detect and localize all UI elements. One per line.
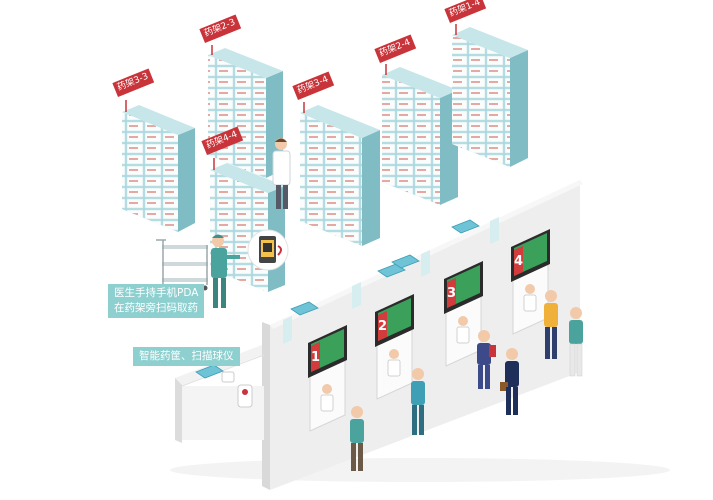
smart-basket-callout-line1: 智能药筐、扫描球仪 — [139, 350, 234, 362]
shelf-1-4 — [452, 27, 528, 167]
pda-callout: 医生手持手机PDA 在药架旁扫码取药 — [108, 284, 205, 318]
window-1 — [308, 325, 347, 432]
shelf-3-3 — [122, 105, 195, 232]
pda-callout-line2: 在药架旁扫码取药 — [114, 302, 198, 314]
patient-6 — [569, 307, 583, 377]
smart-basket-callout: 智能药筐、扫描球仪 — [133, 347, 240, 366]
patient-4 — [500, 348, 519, 415]
window-4 — [511, 229, 550, 335]
shelf-2-3 — [208, 48, 283, 178]
shelf-2-4 — [382, 67, 458, 205]
medicine-trolley — [156, 239, 208, 291]
patient-5 — [544, 290, 558, 359]
nurse-figure — [211, 234, 240, 308]
doctor-figure — [272, 138, 291, 209]
floor-shadow — [170, 458, 670, 482]
patient-3 — [477, 330, 496, 389]
window-number-1: 1 — [311, 350, 320, 365]
window-2 — [375, 294, 414, 400]
patient-2 — [411, 368, 425, 435]
scanner-device — [221, 371, 253, 408]
patient-1 — [350, 406, 364, 471]
counter-wall — [175, 180, 583, 490]
window-number-4: 4 — [514, 254, 523, 269]
pda-scan-bubble — [247, 229, 289, 271]
pda-callout-line1: 医生手持手机PDA — [114, 287, 199, 299]
shelf-tag-posts — [125, 24, 457, 170]
window-3 — [444, 261, 483, 367]
smart-baskets — [195, 219, 480, 379]
shelf-3-4 — [300, 105, 380, 246]
window-number-2: 2 — [378, 319, 387, 334]
window-number-3: 3 — [447, 286, 456, 301]
